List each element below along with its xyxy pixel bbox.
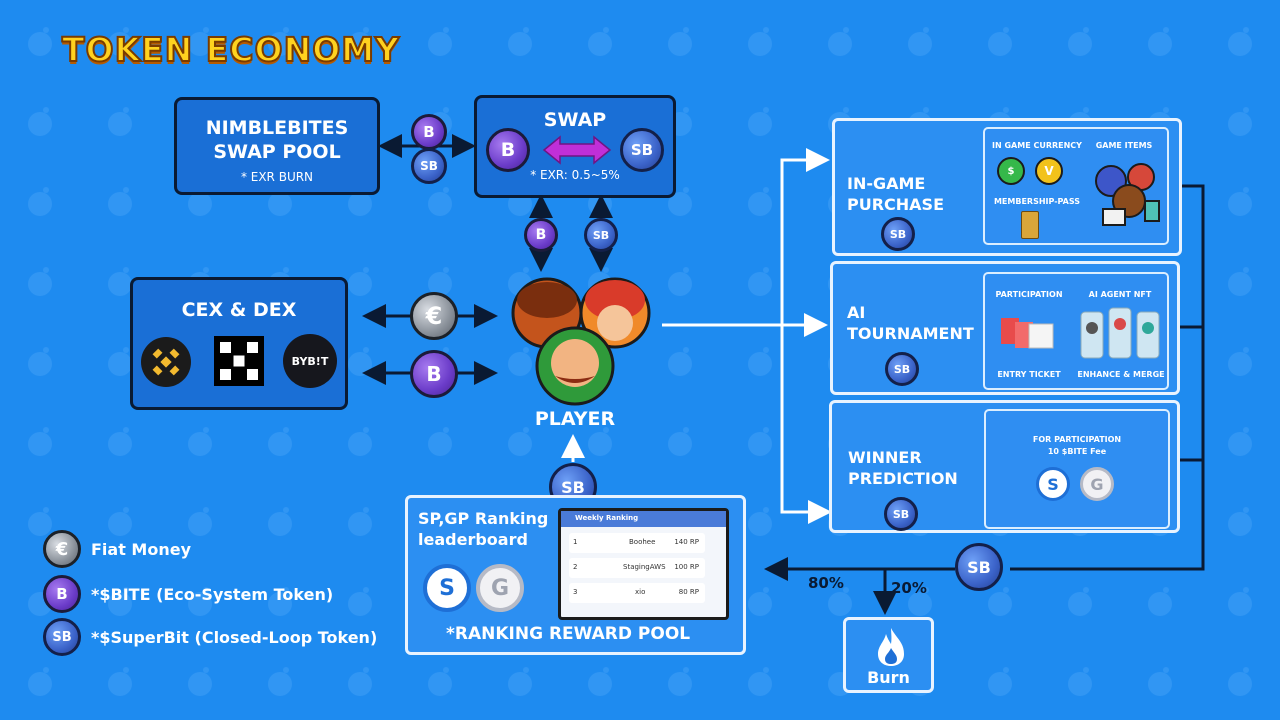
cex-bite-coin-icon: B: [410, 350, 458, 398]
swap-exchange-arrow-icon: [542, 135, 612, 165]
rank-points: 100 RP: [674, 563, 699, 571]
membership-pass-label: MEMBERSHIP-PASS: [993, 197, 1081, 206]
gp-token-icon: G: [476, 564, 524, 612]
game-items-label: GAME ITEMS: [1095, 141, 1153, 150]
swap-pool-note: * EXR BURN: [240, 170, 314, 184]
winner-prediction-line1: WINNER: [848, 448, 922, 467]
legend-fiat-label: Fiat Money: [91, 540, 192, 559]
currency-coin-icon: V: [1035, 157, 1063, 185]
gp-token-small-icon: G: [1080, 467, 1114, 501]
player-label: PLAYER: [534, 408, 616, 430]
superbit-flow-coin-icon: SB: [584, 218, 618, 252]
ai-agent-nft-label: AI AGENT NFT: [1088, 290, 1152, 299]
purchase-superbit-coin-icon: SB: [881, 217, 915, 251]
split-right-label: 20%: [891, 579, 927, 597]
ranking-title-line2: leaderboard: [418, 530, 528, 549]
entry-ticket-label: ENTRY TICKET: [997, 370, 1061, 379]
cex-dex-title: CEX & DEX: [181, 299, 297, 321]
ranking-title-line1: SP,GP Ranking: [418, 509, 549, 528]
swap-pool-box: NIMBLEBITES SWAP POOL * EXR BURN: [174, 97, 380, 195]
legend-superbit-label: *$SuperBit (Closed-Loop Token): [91, 628, 378, 647]
in-game-purchase-panel: IN-GAME PURCHASE SB IN GAME CURRENCY GAM…: [832, 118, 1182, 256]
ai-tournament-line2: TOURNAMENT: [847, 324, 974, 343]
legend-bite-label: *$BITE (Eco-System Token): [91, 585, 334, 604]
rank-points: 80 RP: [678, 588, 699, 596]
winner-prediction-line2: PREDICTION: [848, 469, 958, 488]
swap-bite-coin-icon: B: [486, 128, 530, 172]
legend-fiat-icon: €: [43, 530, 81, 568]
tournament-detail-card: PARTICIPATION AI AGENT NFT ENTRY TICKET …: [983, 272, 1169, 390]
membership-pass-icon: [1021, 211, 1039, 239]
table-row: 3 xio 80 RP: [569, 583, 705, 603]
swap-pool-title-line2: SWAP POOL: [213, 141, 341, 163]
rank-number: 3: [573, 588, 578, 596]
rank-number: 2: [573, 563, 578, 571]
game-items-icon: [1095, 163, 1160, 226]
ai-tournament-line1: AI: [847, 303, 866, 322]
enhance-merge-label: ENHANCE & MERGE: [1077, 370, 1165, 379]
burn-label: Burn: [867, 668, 910, 687]
currency-gem-icon: $: [997, 157, 1025, 185]
ranking-panel: SP,GP Ranking leaderboard *RANKING REWAR…: [405, 495, 746, 655]
leaderboard-header: [561, 511, 726, 527]
prediction-detail-card: FOR PARTICIPATION 10 $BITE Fee S G: [984, 409, 1170, 529]
table-row: 1 Boohee 140 RP: [569, 533, 705, 553]
prediction-superbit-coin-icon: SB: [884, 497, 918, 531]
ai-tournament-panel: AI TOURNAMENT SB PARTICIPATION AI AGENT …: [830, 261, 1180, 395]
superbit-coin-icon: SB: [411, 148, 447, 184]
sp-token-icon: S: [423, 564, 471, 612]
fire-icon: [878, 628, 904, 666]
ranking-pool-label: *RANKING REWARD POOL: [446, 624, 691, 644]
in-game-purchase-line1: IN-GAME: [847, 174, 926, 193]
bybit-logo-icon: BYB!T: [283, 334, 337, 388]
table-row: 2 StagingAWS 100 RP: [569, 558, 705, 578]
bite-coin-icon: B: [411, 114, 447, 150]
swap-superbit-coin-icon: SB: [620, 128, 664, 172]
for-participation-label: FOR PARTICIPATION: [1032, 435, 1122, 444]
participation-label: PARTICIPATION: [995, 290, 1063, 299]
in-game-currency-label: IN GAME CURRENCY: [992, 141, 1082, 150]
collected-superbit-coin-icon: SB: [955, 543, 1003, 591]
leaderboard-card: Weekly Ranking 1 Boohee 140 RP 2 Staging…: [558, 508, 729, 620]
legend-bite-icon: B: [43, 575, 81, 613]
rank-number: 1: [573, 538, 578, 546]
rank-player-name: xio: [635, 588, 646, 596]
swap-title: SWAP: [543, 109, 607, 131]
sp-token-small-icon: S: [1036, 467, 1070, 501]
tournament-superbit-coin-icon: SB: [885, 352, 919, 386]
player-characters-icon: [511, 277, 651, 406]
okx-logo-icon: [214, 336, 264, 386]
page-title: TOKEN ECONOMY: [61, 29, 401, 70]
purchase-detail-card: IN GAME CURRENCY GAME ITEMS $ V MEMBERSH…: [983, 127, 1169, 245]
leaderboard-title: Weekly Ranking: [575, 514, 639, 522]
ai-agent-nft-icon: [1080, 307, 1160, 359]
winner-prediction-panel: WINNER PREDICTION SB FOR PARTICIPATION 1…: [829, 400, 1180, 533]
in-game-purchase-line2: PURCHASE: [847, 195, 945, 214]
bite-flow-coin-icon: B: [524, 218, 558, 252]
fiat-coin-icon: €: [410, 292, 458, 340]
split-left-label: 80%: [808, 574, 844, 592]
swap-note: * EXR: 0.5~5%: [530, 168, 620, 182]
binance-logo-icon: [141, 337, 191, 387]
rank-points: 140 RP: [674, 538, 699, 546]
entry-ticket-icon: [1001, 318, 1054, 349]
swap-pool-title-line1: NIMBLEBITES: [205, 117, 349, 139]
burn-box: Burn: [843, 617, 934, 693]
rank-player-name: Boohee: [629, 538, 656, 546]
legend-superbit-icon: SB: [43, 618, 81, 656]
rank-player-name: StagingAWS: [623, 563, 666, 571]
participation-fee-label: 10 $BITE Fee: [1047, 447, 1107, 456]
